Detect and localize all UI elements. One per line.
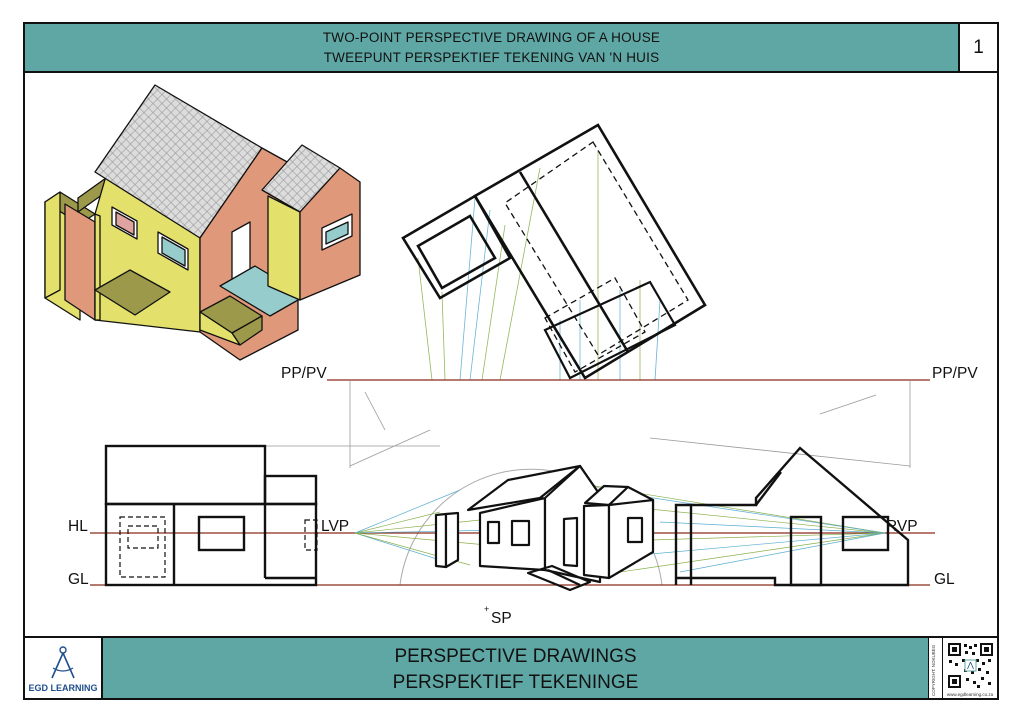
page-number: 1 bbox=[960, 24, 997, 73]
label-gl-left: GL bbox=[68, 571, 89, 588]
compass-logo-icon bbox=[51, 646, 75, 679]
title-bar: TWO-POINT PERSPECTIVE DRAWING OF A HOUSE… bbox=[25, 24, 960, 73]
label-gl-right: GL bbox=[934, 571, 955, 588]
title-english: TWO-POINT PERSPECTIVE DRAWING OF A HOUSE bbox=[322, 30, 661, 45]
qr-code-icon bbox=[947, 642, 994, 689]
label-hl: HL bbox=[68, 518, 88, 535]
right-elevation bbox=[674, 446, 910, 587]
construction-lines bbox=[265, 380, 911, 468]
qr-code[interactable]: www.egdlearning.co.za bbox=[942, 636, 997, 698]
station-point-mark: + bbox=[484, 604, 489, 614]
label-pp-left: PP/PV bbox=[281, 365, 327, 382]
label-lvp: LVP bbox=[321, 518, 349, 535]
isometric-house bbox=[44, 84, 361, 361]
left-elevation bbox=[104, 444, 318, 587]
label-sp: SP bbox=[491, 610, 512, 627]
label-pp-right: PP/PV bbox=[932, 365, 978, 382]
footer-logo: EGD LEARNING bbox=[25, 636, 103, 698]
label-rvp: RVP bbox=[886, 518, 918, 535]
logo-brand-text: EGD LEARNING bbox=[28, 683, 98, 693]
website-url[interactable]: www.egdlearning.co.za bbox=[946, 692, 994, 697]
plan-view bbox=[401, 123, 707, 381]
left-elevation-hidden bbox=[119, 516, 318, 578]
copyright-text: COPYRIGHT: NOKUBEG bbox=[931, 644, 936, 696]
footer-title-english: PERSPECTIVE DRAWINGS bbox=[394, 646, 637, 667]
footer-title-bar: PERSPECTIVE DRAWINGS PERSPEKTIEF TEKENIN… bbox=[103, 636, 928, 698]
footer-title-afrikaans: PERSPEKTIEF TEKENINGE bbox=[392, 672, 639, 693]
copyright-notice: COPYRIGHT: NOKUBEG bbox=[928, 636, 942, 698]
title-afrikaans: TWEEPUNT PERSPEKTIEF TEKENING VAN 'N HUI… bbox=[323, 50, 660, 65]
perspective-house bbox=[434, 464, 655, 592]
